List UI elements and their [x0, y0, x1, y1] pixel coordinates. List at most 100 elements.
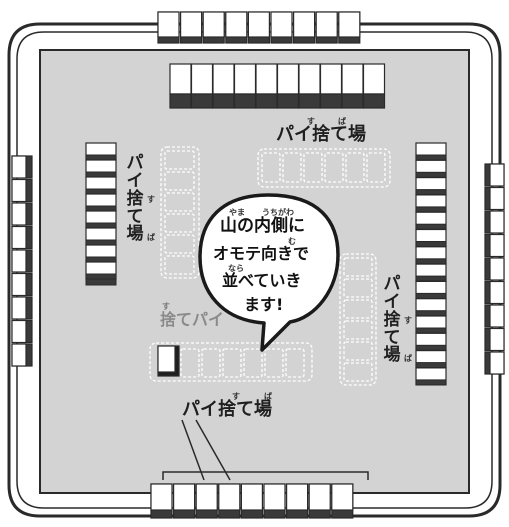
discard-slot: [261, 152, 281, 183]
top-discard-area: [257, 148, 391, 188]
discard-slot: [164, 213, 195, 233]
discarded-tile-label: 捨てパイ: [160, 310, 225, 329]
wall-tile: [484, 163, 505, 187]
hand-tile: [341, 63, 364, 109]
discard-slot: [343, 278, 373, 298]
hand-tile: [212, 63, 235, 109]
wall-tile: [11, 296, 33, 320]
hand-tile: [85, 142, 117, 161]
wall-tile: [150, 483, 173, 519]
right-discard-label: パ イ 捨 て 場: [381, 274, 403, 366]
speech-bubble: [198, 193, 340, 352]
hand-tile: [255, 63, 278, 109]
discard-slot: [282, 152, 302, 183]
ruby-su: す: [404, 316, 412, 325]
right-label-char: イ: [383, 291, 401, 312]
wall-tile: [270, 11, 293, 44]
discard-slot: [343, 362, 373, 382]
hand-tile: [85, 244, 117, 263]
discard-slot: [201, 348, 221, 378]
wall-tile: [484, 210, 505, 234]
discard-slot: [164, 234, 195, 254]
hand-tile: [415, 350, 447, 369]
hand-tile: [415, 211, 447, 230]
right-label-char: 場: [383, 345, 401, 366]
left-discard-label: パ イ 捨 て 場: [124, 153, 146, 244]
hand-tile: [169, 63, 192, 109]
hand-tile: [85, 193, 117, 212]
ruby-ba: ば: [404, 354, 412, 363]
left-label-char: パ: [126, 153, 144, 173]
wall-tile: [484, 257, 505, 281]
ruby-ba: ば: [264, 392, 272, 401]
hand-tile: [415, 315, 447, 334]
discard-slot: [164, 192, 195, 212]
wall-tile: [484, 304, 505, 328]
wall-tile: [484, 186, 505, 211]
wall-tile: [11, 249, 33, 273]
ruby-su: す: [162, 302, 170, 311]
left-label-char: 捨: [126, 188, 144, 209]
hand-tile: [415, 263, 447, 282]
hand-tile: [415, 177, 447, 196]
hand-tile: [85, 176, 117, 195]
hand-tile: [415, 280, 447, 299]
wall-tile: [157, 11, 180, 44]
discard-slot: [180, 348, 200, 378]
discard-slot: [164, 150, 195, 170]
wall-tile: [338, 11, 361, 44]
discard-slot: [343, 320, 373, 340]
hand-tile: [415, 246, 447, 265]
ruby-su: す: [232, 392, 240, 401]
table-frame-inner-line: [16, 31, 493, 509]
left-label-char: イ: [126, 170, 144, 191]
wall-tile: [225, 11, 248, 44]
ruby-uchigawa: うちがわ: [262, 208, 294, 217]
hand-tile: [85, 159, 117, 178]
hand-tile: [415, 298, 447, 317]
hand-tile: [85, 261, 117, 280]
discard-slot: [343, 299, 373, 319]
wall-tile: [11, 155, 33, 179]
wall-tile: [484, 233, 505, 258]
hand-tile: [415, 142, 447, 161]
wall-tile: [195, 483, 218, 519]
ruby-ba: ば: [338, 117, 346, 126]
hand-tile: [415, 367, 447, 386]
wall-tile: [331, 483, 354, 519]
wall-tile: [484, 351, 505, 375]
right-discard-area: [339, 253, 377, 386]
hand-tile: [415, 194, 447, 213]
wall-tile: [11, 178, 33, 203]
wall-tile: [240, 483, 263, 519]
wall-tile: [263, 483, 286, 519]
hand-tile: [362, 63, 386, 109]
bubble-line-4: ます!: [244, 295, 284, 314]
discard-slot: [264, 348, 284, 378]
discard-slot: [345, 152, 365, 183]
wall-tile: [11, 202, 33, 226]
right-label-char: て: [383, 327, 401, 348]
wall-tile: [484, 280, 505, 305]
right-label-char: パ: [383, 274, 401, 294]
discard-slot: [324, 152, 344, 183]
wall-tile: [484, 327, 505, 352]
ruby-su: す: [147, 195, 155, 204]
discard-slot: [303, 152, 323, 183]
hand-tile: [415, 332, 447, 351]
hand-tile: [415, 159, 447, 178]
bottom-discard-area: [149, 342, 313, 382]
wall-tile: [247, 11, 270, 44]
discard-slot: [343, 341, 373, 361]
hand-tile: [298, 63, 321, 109]
wall-tile: [11, 225, 33, 250]
discard-slot: [243, 348, 263, 378]
wall-tile: [11, 319, 33, 344]
callout-line: [181, 419, 231, 481]
ruby-mu: む: [288, 237, 296, 246]
bottom-discard-label: パイ捨て場: [182, 399, 272, 420]
wall-tile: [308, 483, 331, 519]
ruby-su: す: [307, 117, 315, 126]
wall-tile: [11, 272, 33, 297]
